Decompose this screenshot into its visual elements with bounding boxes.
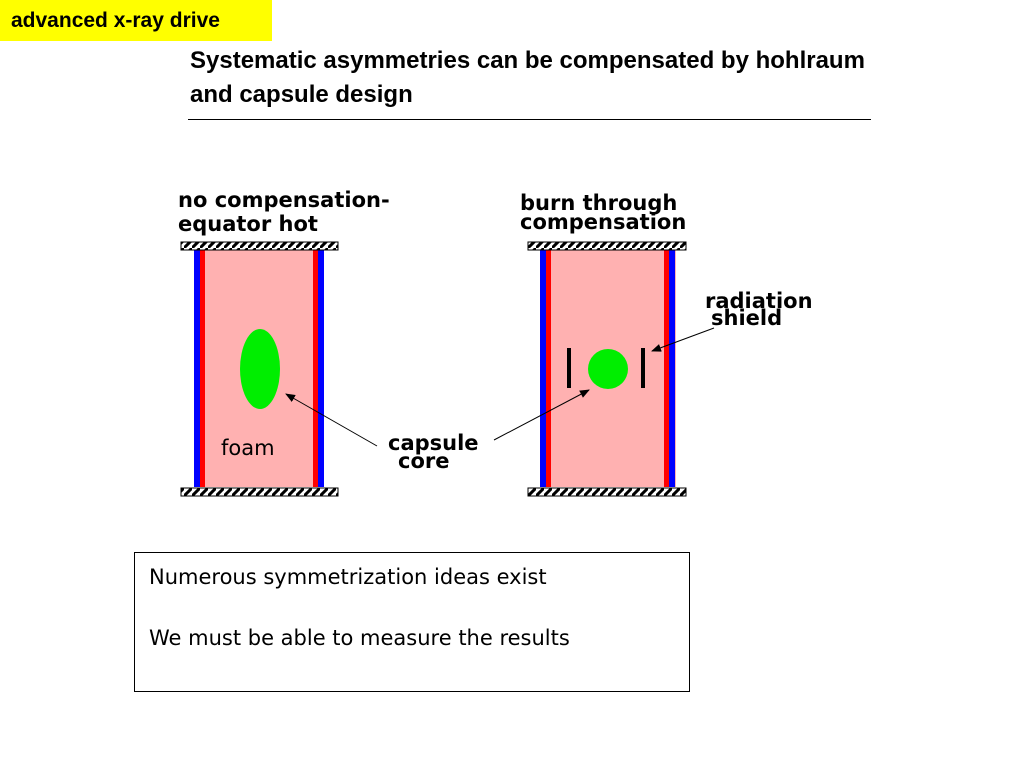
top-end-cap: [180, 241, 339, 251]
r-right-inner-wall-red: [664, 249, 669, 487]
capsule-label-line1: capsule: [388, 431, 479, 455]
title-divider: [188, 119, 871, 120]
left-panel-label-line2: equator hot: [178, 212, 318, 236]
summary-line-2: We must be able to measure the results: [149, 626, 570, 650]
right-outer-wall-blue: [318, 249, 324, 487]
capsule-arrow-left: [285, 393, 378, 447]
summary-box: Numerous symmetrization ideas exist We m…: [134, 552, 690, 692]
left-radiation-shield: [567, 348, 571, 388]
r-left-outer-wall-blue: [540, 249, 546, 487]
shield-arrow: [651, 327, 715, 352]
slide-title: Systematic asymmetries can be compensate…: [190, 47, 865, 108]
shield-label-line2: shield: [711, 306, 782, 330]
left-inner-wall-red: [200, 249, 205, 487]
capsule-arrow-right: [493, 389, 590, 441]
r-bottom-end-cap: [527, 487, 687, 497]
right-panel-label-line1: burn through: [520, 191, 677, 215]
right-hohlraum: [527, 241, 687, 497]
left-panel-label-line1: no compensation-: [178, 188, 390, 212]
r-top-end-cap: [527, 241, 687, 251]
capsule-label-line2: core: [398, 449, 449, 473]
round-capsule-core: [588, 349, 628, 389]
right-inner-wall-red: [313, 249, 318, 487]
foam-label: foam: [221, 436, 275, 460]
left-hohlraum: foam: [180, 241, 339, 497]
left-outer-wall-blue: [194, 249, 200, 487]
section-tag: advanced x-ray drive: [0, 0, 272, 41]
right-panel-label-line2: compensation: [520, 210, 686, 234]
shield-label-line1: radiation: [705, 289, 813, 313]
summary-line-1: Numerous symmetrization ideas exist: [149, 565, 547, 589]
bottom-end-cap: [180, 487, 339, 497]
r-left-inner-wall-red: [546, 249, 551, 487]
r-right-outer-wall-blue: [669, 249, 675, 487]
oblate-capsule-core: [240, 329, 280, 409]
right-radiation-shield: [641, 348, 645, 388]
